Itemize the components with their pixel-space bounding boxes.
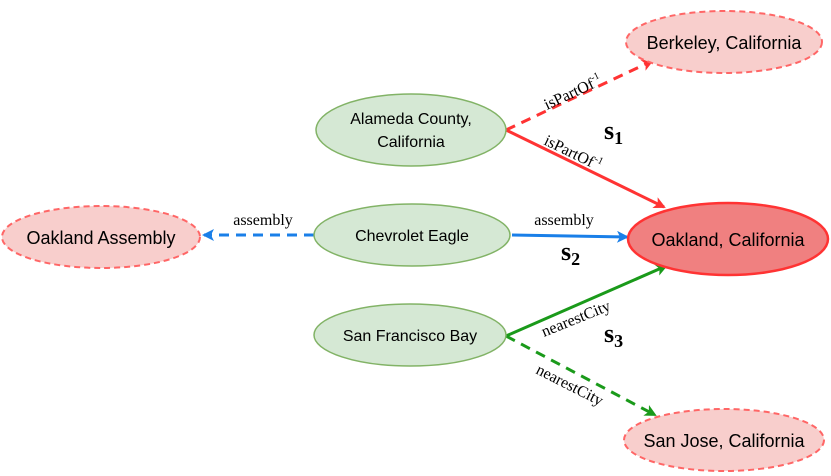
edge-label-assembly-right: assembly	[534, 212, 594, 229]
node-alameda-label-line2: California	[377, 134, 445, 151]
node-berkeley: Berkeley, California	[625, 10, 823, 74]
edge-sfbay-to-oakland	[505, 264, 668, 338]
edge-sfbay-to-san-jose	[505, 334, 657, 417]
node-oakland-california: Oakland, California	[626, 201, 830, 277]
edge-chevrolet-to-oakland	[511, 230, 629, 243]
edge-label-assembly-left: assembly	[233, 212, 293, 229]
label-s1: s1	[604, 116, 623, 148]
node-alameda-label-line1: Alameda County,	[350, 111, 472, 128]
edge-alameda-to-oakland	[505, 128, 666, 209]
node-oakland-ca-label: Oakland, California	[651, 230, 805, 250]
node-oakland-assembly: Oakland Assembly	[1, 205, 201, 269]
node-berkeley-label: Berkeley, California	[647, 33, 803, 53]
edge-alameda-to-berkeley	[505, 59, 654, 132]
node-oakland-assembly-label: Oakland Assembly	[26, 228, 175, 248]
node-chevrolet-eagle: Chevrolet Eagle	[313, 203, 511, 267]
node-chevrolet-label: Chevrolet Eagle	[355, 228, 469, 245]
label-s3: s3	[604, 319, 623, 351]
node-alameda-county: Alameda County, California	[315, 93, 507, 167]
label-s2: s2	[561, 237, 580, 269]
node-san-jose-label: San Jose, California	[643, 431, 805, 451]
edge-label-ispartof-berkeley: isPartOf-1	[541, 70, 605, 113]
node-sf-bay-label: San Francisco Bay	[343, 328, 477, 345]
node-san-francisco-bay: San Francisco Bay	[313, 303, 507, 367]
node-san-jose: San Jose, California	[623, 408, 825, 472]
